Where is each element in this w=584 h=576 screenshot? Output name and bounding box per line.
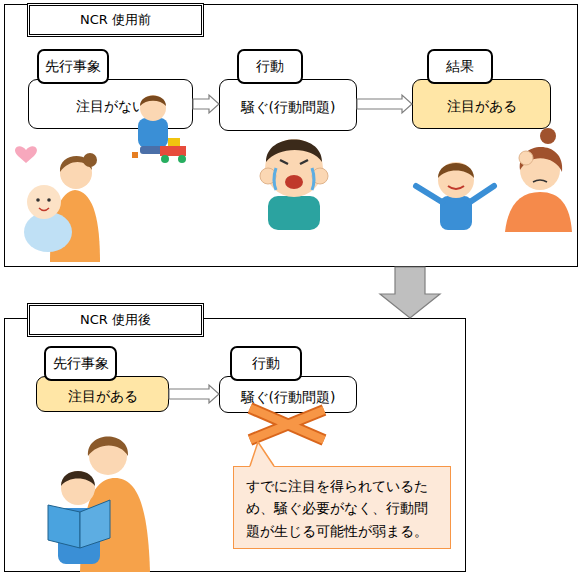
toy-wheel — [161, 155, 169, 163]
mother-head — [60, 157, 92, 189]
mother-body — [80, 478, 150, 572]
step-text: 騒ぐ(行動問題) — [237, 93, 340, 117]
book — [80, 500, 110, 548]
child-hair — [61, 471, 95, 486]
playing-boy-illustration — [132, 95, 186, 163]
flow-arrow — [169, 385, 219, 403]
mother-body — [50, 190, 100, 262]
cross-fill — [250, 408, 324, 440]
callout-text: すでに注目を得られているため、騒ぐ必要がなく、行動問題が生じる可能性が弱まる。 — [234, 467, 450, 550]
mother-head — [89, 437, 127, 475]
boy-hair — [438, 163, 474, 178]
book — [48, 505, 80, 548]
closed-eyes — [280, 160, 308, 164]
baby-eye — [36, 198, 40, 202]
boy-hair — [266, 140, 322, 163]
baby-clothes — [24, 212, 72, 252]
flow-arrow — [193, 95, 219, 113]
mother-hair — [520, 147, 562, 172]
cross-outline — [250, 408, 324, 440]
baby-eye — [47, 198, 51, 202]
boy-legs — [140, 146, 168, 154]
toy-block — [160, 146, 186, 156]
process-box: 結果注目がある — [412, 79, 551, 129]
callout-pointer — [250, 442, 274, 467]
boy-head — [265, 139, 323, 197]
process-box: 先行事象注目がない — [28, 79, 193, 129]
boy-mouth — [448, 186, 464, 189]
boy-hair — [140, 96, 166, 107]
panel-heading: NCR 使用前 — [27, 3, 204, 37]
mother-mouth — [533, 180, 547, 182]
baby-mouth — [39, 208, 49, 211]
process-box: 行動騒ぐ(行動問題) — [219, 79, 357, 131]
panel-frame: 先行事象注目がある 行動騒ぐ(行動問題) すでに注目を得られているため、騒ぐ必要がな… — [4, 318, 466, 572]
child-body — [58, 508, 100, 564]
boy-hand — [260, 168, 276, 184]
boy-hand — [312, 168, 328, 184]
boy-body — [268, 196, 320, 230]
process-box: 先行事象注目がある — [36, 376, 169, 412]
raised-arms — [416, 186, 494, 202]
baby-head — [27, 185, 61, 219]
step-text: 騒ぐ(行動問題) — [237, 383, 340, 407]
boy-body — [440, 196, 472, 230]
step-heading: 行動 — [237, 49, 303, 84]
step-heading: 先行事象 — [44, 346, 117, 381]
process-box: 行動騒ぐ(行動問題) — [219, 376, 357, 413]
boy-mother-illustration — [416, 128, 572, 232]
panel-frame: 先行事象注目がない行動騒ぐ(行動問題)結果注目があるNCR 使用前 — [4, 4, 578, 267]
toy-block — [132, 152, 138, 158]
boy-body — [138, 118, 168, 148]
cross-mark — [250, 408, 324, 440]
reading-illustration — [48, 437, 150, 573]
mother-body — [505, 192, 572, 232]
step-text: 注目がある — [64, 382, 142, 406]
callout-box: すでに注目を得られているため、騒ぐ必要がなく、行動問題が生じる可能性が弱まる。 — [233, 466, 451, 549]
step-heading: 先行事象 — [37, 49, 109, 84]
mother-head — [520, 150, 560, 190]
toy-wheel — [178, 155, 186, 163]
heart-symbol — [15, 146, 37, 163]
boy-head — [140, 95, 166, 121]
pointer-outline — [250, 442, 274, 466]
child-head — [61, 471, 95, 505]
mother-hair-bun — [83, 153, 97, 167]
flow-arrow — [357, 95, 412, 113]
panel-heading: NCR 使用後 — [27, 303, 204, 337]
mother-hand — [519, 151, 533, 165]
pointer-fill — [250, 442, 274, 467]
tears — [274, 168, 314, 190]
mother-baby-illustration — [15, 146, 100, 262]
step-text: 注目がない — [72, 92, 150, 116]
mother-hair — [60, 156, 92, 172]
step-heading: 行動 — [230, 346, 302, 381]
crying-boy-illustration — [260, 139, 328, 230]
mother-hair — [88, 437, 128, 457]
toy-block — [168, 138, 180, 146]
boy-head — [438, 162, 474, 198]
step-text: 注目がある — [443, 92, 521, 116]
mother-hair-bun — [540, 128, 556, 144]
step-heading: 結果 — [427, 49, 493, 84]
transition-arrow — [380, 267, 440, 318]
crying-mouth — [285, 175, 303, 189]
